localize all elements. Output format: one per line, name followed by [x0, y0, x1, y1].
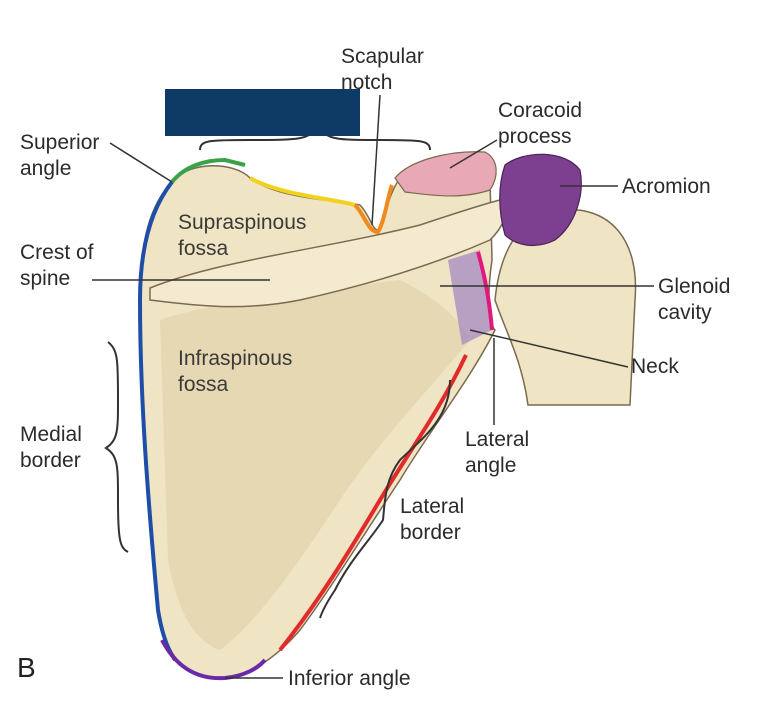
label-scapular-notch: Scapular notch [341, 45, 424, 94]
label-glenoid-cavity: Glenoid cavity [658, 275, 731, 324]
label-inferior-angle: Inferior angle [288, 667, 411, 690]
label-superior-angle: Superior angle [20, 131, 100, 180]
lateral-border-bracket [319, 379, 451, 619]
label-acromion: Acromion [622, 175, 711, 198]
label-coracoid-process: Coracoid process [498, 99, 583, 148]
leader-neck [469, 329, 629, 368]
leader-scapular-notch [371, 94, 381, 226]
glenoid-edge [476, 251, 494, 331]
medial-border-edge [137, 180, 177, 662]
label-neck: Neck [631, 355, 679, 378]
label-lateral-border: Lateral border [400, 495, 465, 544]
medial-border-bracket [104, 341, 129, 553]
label-medial-border: Medial border [20, 423, 82, 472]
panel-letter: B [17, 652, 36, 683]
superior-angle-edge [170, 157, 246, 184]
label-supraspinous-fossa: Supraspinous fossa [178, 211, 307, 260]
acromion [499, 153, 582, 247]
masked-label-box [165, 89, 360, 136]
lateral-border-edge [278, 354, 468, 652]
superior-border-edge [249, 176, 356, 207]
label-crest-of-spine: Crest of spine [20, 241, 94, 290]
neck-region [448, 250, 492, 345]
leader-coracoid [449, 139, 498, 169]
inferior-angle-edge [160, 639, 267, 681]
infraspinous-shading [160, 280, 470, 650]
label-infraspinous-fossa: Infraspinous fossa [178, 347, 293, 396]
scapular-notch-edge [353, 184, 394, 235]
leader-superior-angle [109, 142, 173, 183]
label-lateral-angle: Lateral angle [465, 428, 530, 477]
coracoid-process [394, 151, 497, 197]
